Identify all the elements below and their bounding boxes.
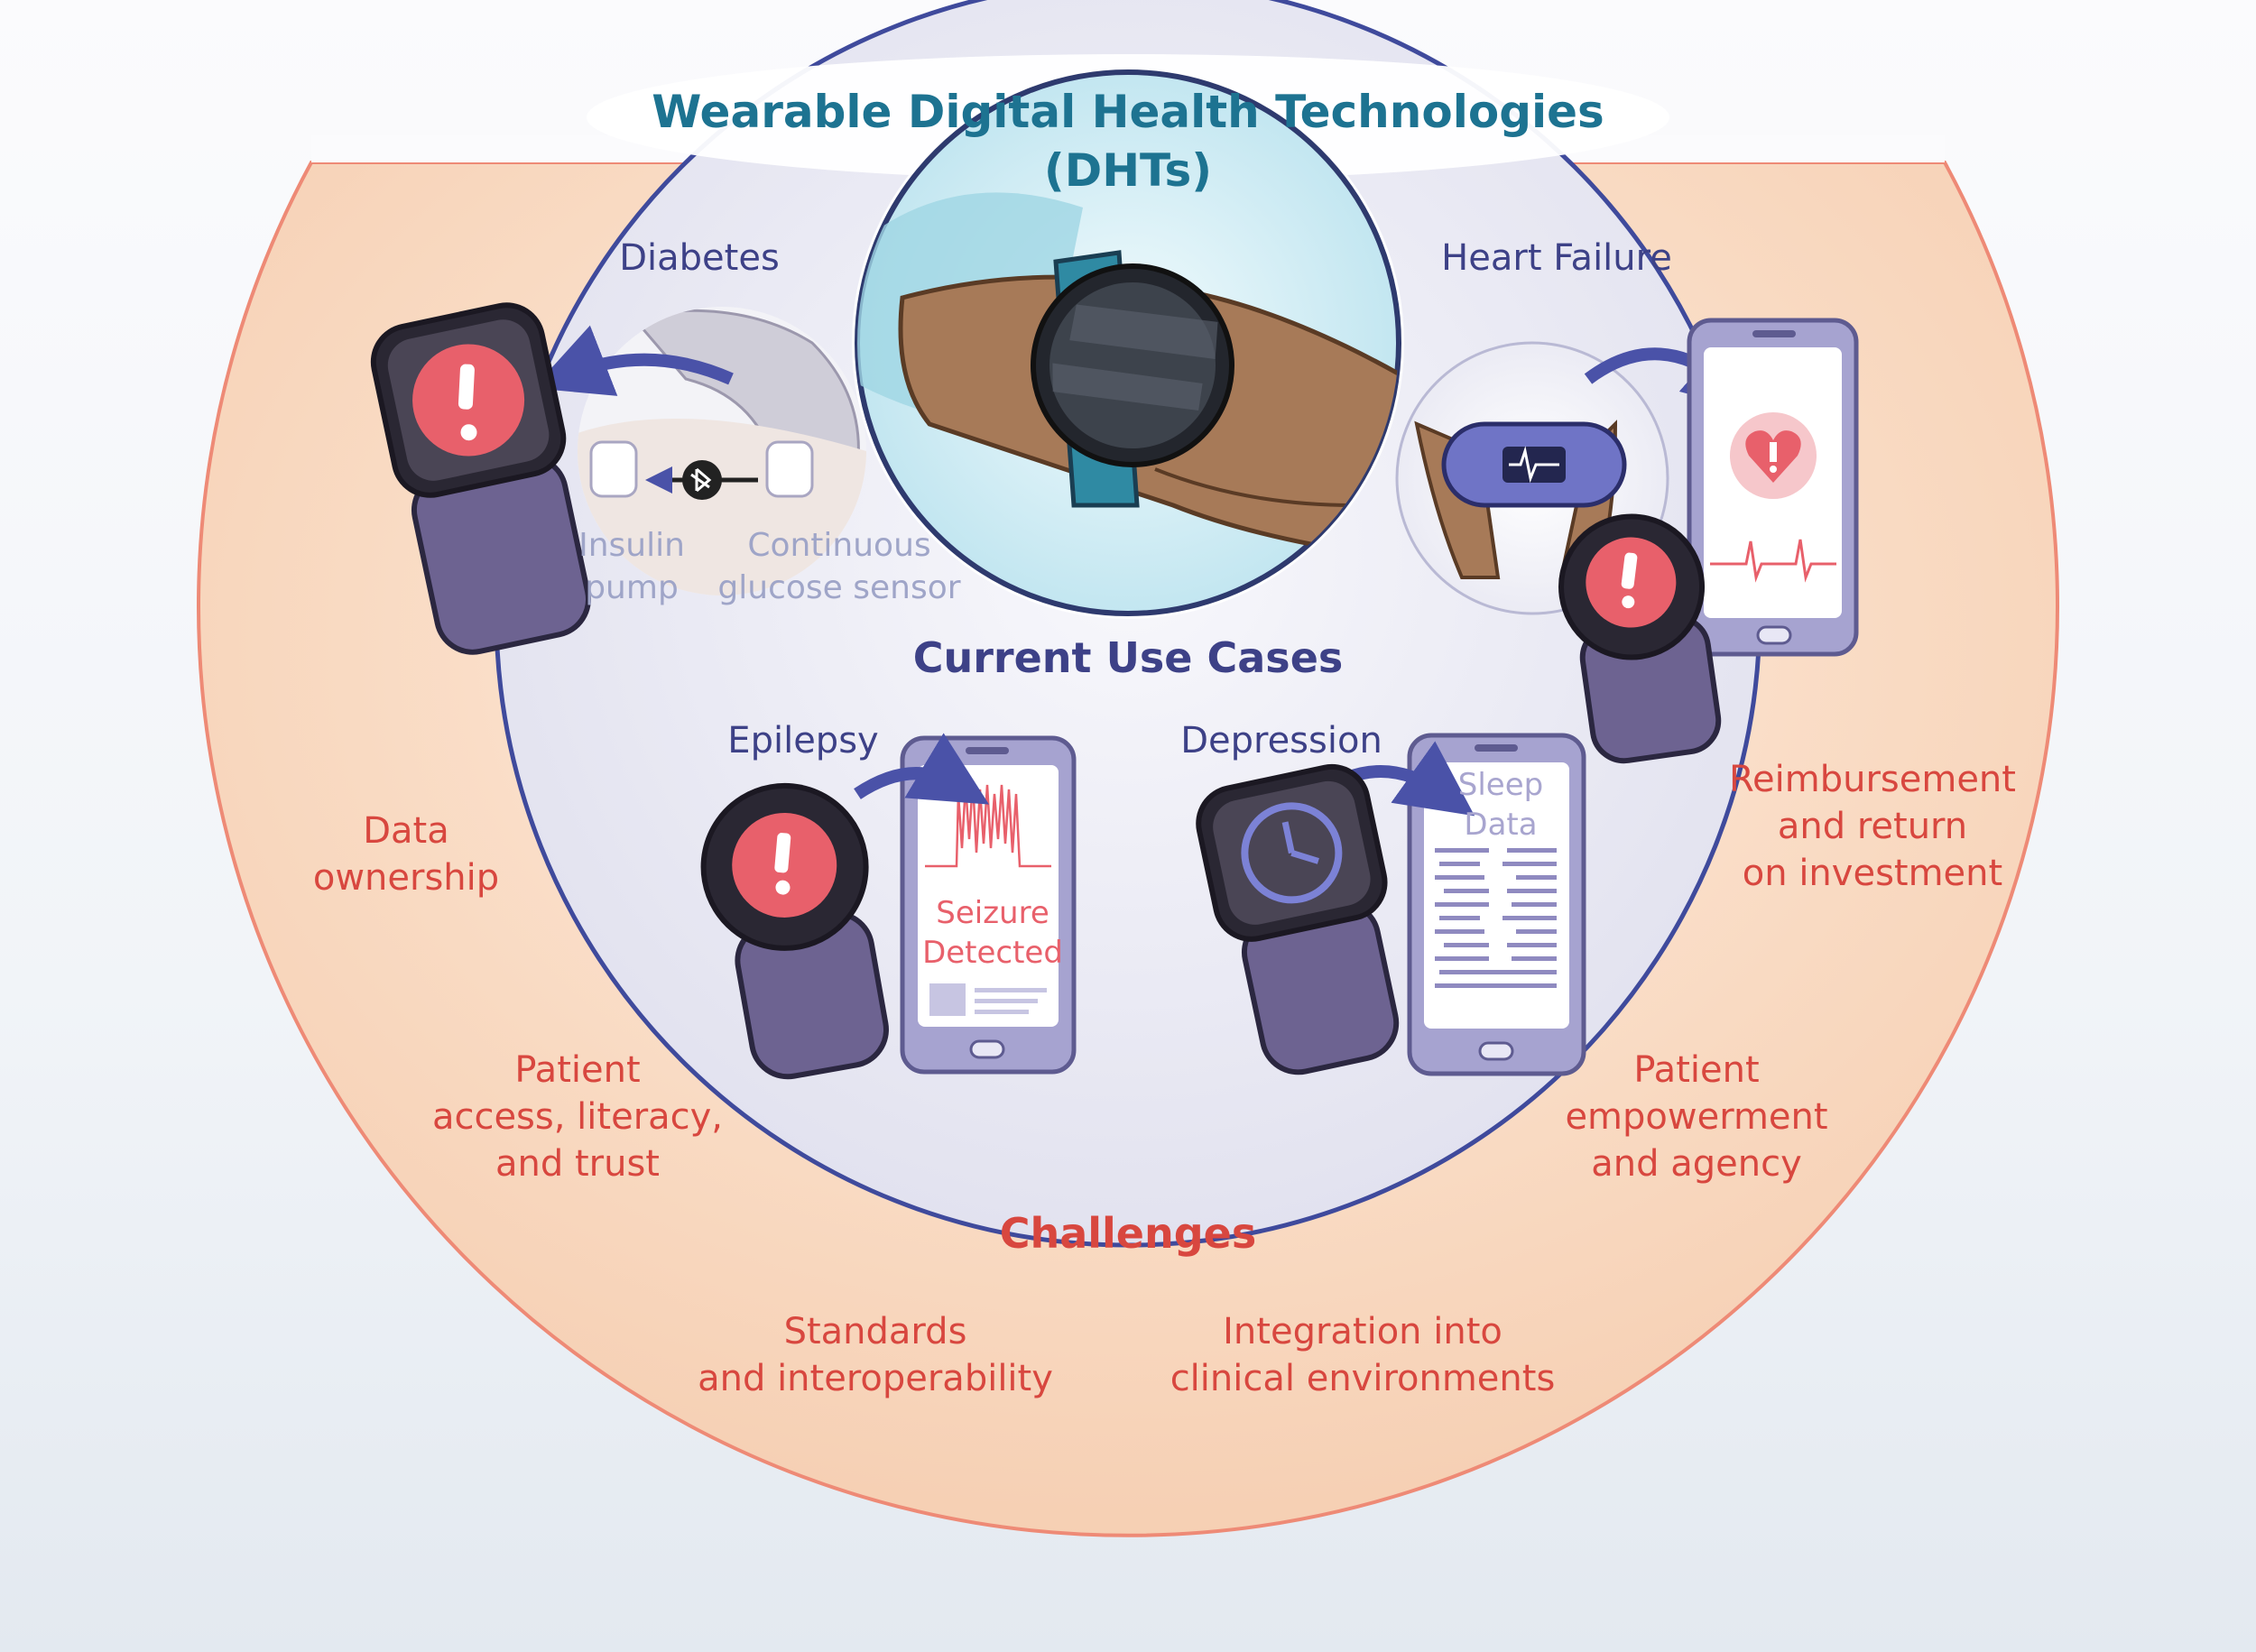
case-label-depression: Depression	[1180, 720, 1382, 761]
seizure-detected-label: Seizure Detected	[922, 895, 1063, 972]
challenge-standards: Standards and interoperability	[698, 1311, 1053, 1399]
depression-illustration	[1196, 733, 1586, 1076]
challenge-integration: Integration into clinical environments	[1170, 1311, 1556, 1399]
challenge-empowerment: Patient empowerment and agency	[1565, 1049, 1828, 1185]
case-label-diabetes: Diabetes	[619, 237, 780, 279]
arrow-icon	[854, 733, 990, 805]
phone-icon	[1687, 318, 1859, 657]
insulin-pump-label: Insulin pump	[578, 527, 685, 606]
challenge-data-ownership: Data ownership	[312, 810, 500, 899]
wrist-watch-illustration	[852, 67, 1404, 619]
page-title: Wearable Digital Health Technologies (DH…	[652, 86, 1604, 197]
glucose-sensor-label: Continuous glucose sensor	[717, 527, 961, 606]
insulin-pump-icon	[589, 440, 638, 498]
case-label-heart-failure: Heart Failure	[1441, 237, 1672, 279]
arrow-icon	[532, 325, 734, 396]
challenges-heading: Challenges	[999, 1209, 1257, 1258]
phone-icon	[1407, 733, 1586, 1076]
challenge-reimbursement: Reimbursement and return on investment	[1729, 759, 2016, 894]
watch-icon	[1196, 763, 1400, 1075]
glucose-sensor-icon	[765, 440, 814, 498]
watch-icon	[1558, 513, 1722, 764]
case-label-epilepsy: Epilepsy	[727, 720, 879, 761]
use-cases-heading: Current Use Cases	[912, 633, 1344, 682]
watch-icon	[700, 782, 889, 1080]
heart-failure-illustration	[1395, 318, 1859, 764]
clock-icon	[1241, 802, 1343, 904]
bluetooth-icon	[682, 460, 722, 500]
phone-icon	[900, 735, 1077, 1075]
watch-icon	[370, 302, 591, 655]
challenge-patient-access: Patient access, literacy, and trust	[431, 1049, 724, 1185]
epilepsy-illustration	[700, 733, 1077, 1080]
ecg-monitor-icon	[1441, 421, 1627, 508]
sleep-data-label: Sleep Data	[1457, 767, 1544, 844]
